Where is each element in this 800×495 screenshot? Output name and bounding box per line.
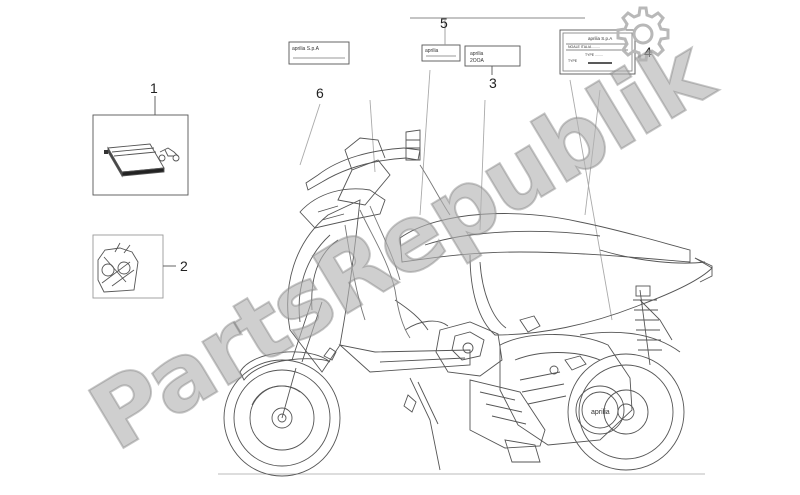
gear-icon xyxy=(616,6,670,62)
decal-5-text: aprilia xyxy=(425,48,439,54)
decal-6-text: aprilia S.p.A xyxy=(292,46,320,52)
plate-text-line3: TYPE ........ xyxy=(585,53,603,57)
engine-cover-brand: aprilia xyxy=(591,409,610,416)
callout-4: 4 xyxy=(644,44,652,60)
callout-3: 3 xyxy=(489,75,497,91)
owners-manual-part xyxy=(92,114,189,196)
decal-5-part xyxy=(410,17,585,62)
decal-3-text-line1: aprilia xyxy=(470,51,484,57)
callout-1: 1 xyxy=(150,80,158,96)
plate-text-line2: NOALE ITALIA ........ xyxy=(568,45,600,49)
tool-kit-part xyxy=(92,234,164,299)
scooter-illustration xyxy=(218,129,713,477)
callout-2: 2 xyxy=(180,258,188,274)
plate-text-line1: aprilia S.p.A xyxy=(588,36,612,41)
callout-6: 6 xyxy=(316,85,324,101)
decal-3-part xyxy=(464,45,521,67)
callout-5: 5 xyxy=(440,15,448,31)
decal-6-part xyxy=(288,41,350,65)
plate-text-line4: TYPE xyxy=(568,59,578,63)
decal-3-text-line2: 2OOA xyxy=(470,58,485,64)
